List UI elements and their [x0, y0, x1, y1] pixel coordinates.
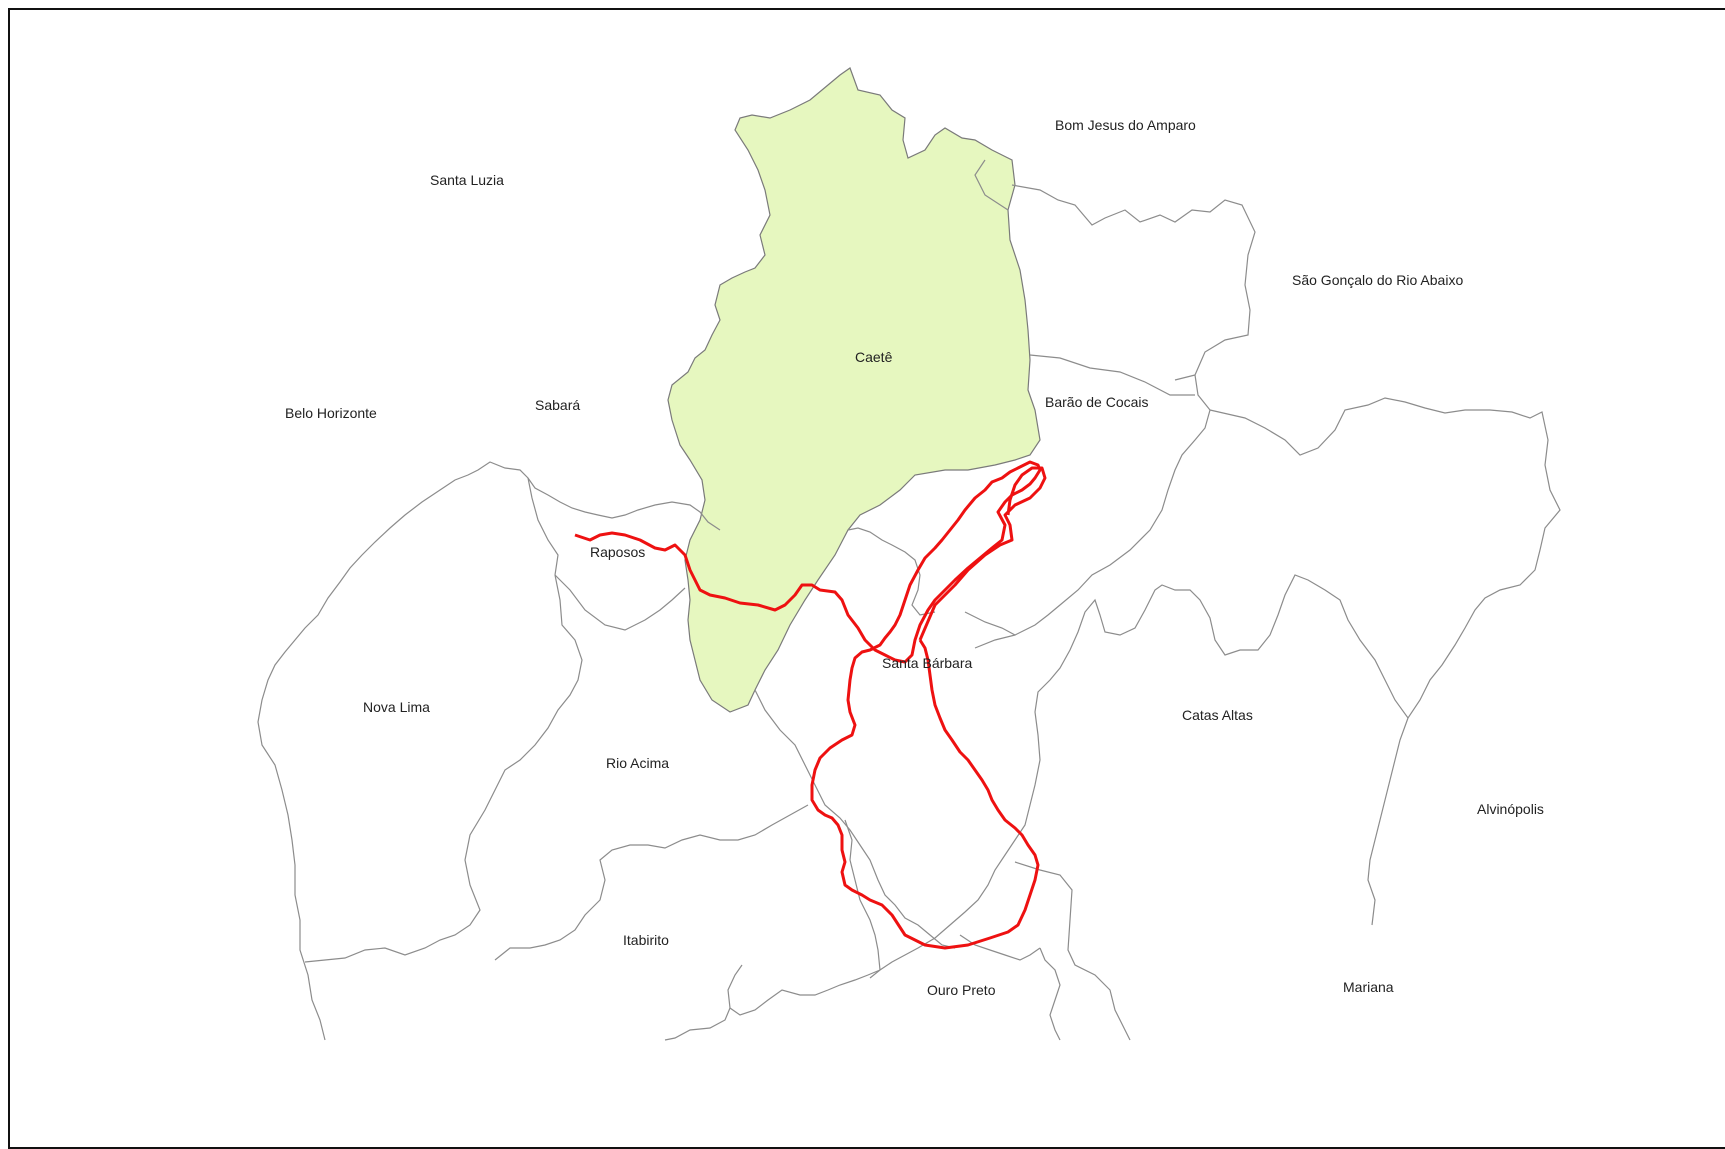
label-santa-luzia: Santa Luzia: [430, 172, 504, 188]
label-belo-horizonte: Belo Horizonte: [285, 405, 377, 421]
label-nova-lima: Nova Lima: [363, 699, 430, 715]
label-ouro-preto: Ouro Preto: [927, 982, 996, 998]
route-outline-loop[interactable]: [918, 466, 1047, 641]
municipality-labels: Bom Jesus do Amparo Santa Luzia São Gonç…: [285, 117, 1544, 998]
label-caete: Caetê: [855, 349, 893, 365]
label-sabara: Sabará: [535, 397, 580, 413]
label-raposos: Raposos: [590, 544, 645, 560]
label-sao-goncalo-do-rio-abaixo: São Gonçalo do Rio Abaixo: [1292, 272, 1463, 288]
label-barao-de-cocais: Barão de Cocais: [1045, 394, 1149, 410]
label-santa-barbara: Santa Bárbara: [882, 655, 972, 671]
route-outline[interactable]: [574, 460, 1042, 950]
label-bom-jesus-do-amparo: Bom Jesus do Amparo: [1055, 117, 1196, 133]
label-rio-acima: Rio Acima: [606, 755, 669, 771]
label-catas-altas: Catas Altas: [1182, 707, 1253, 723]
caete-region[interactable]: [667, 67, 1041, 713]
municipal-borders: [257, 159, 1561, 1041]
label-mariana: Mariana: [1343, 979, 1394, 995]
label-alvinopolis: Alvinópolis: [1477, 801, 1544, 817]
label-itabirito: Itabirito: [623, 932, 669, 948]
